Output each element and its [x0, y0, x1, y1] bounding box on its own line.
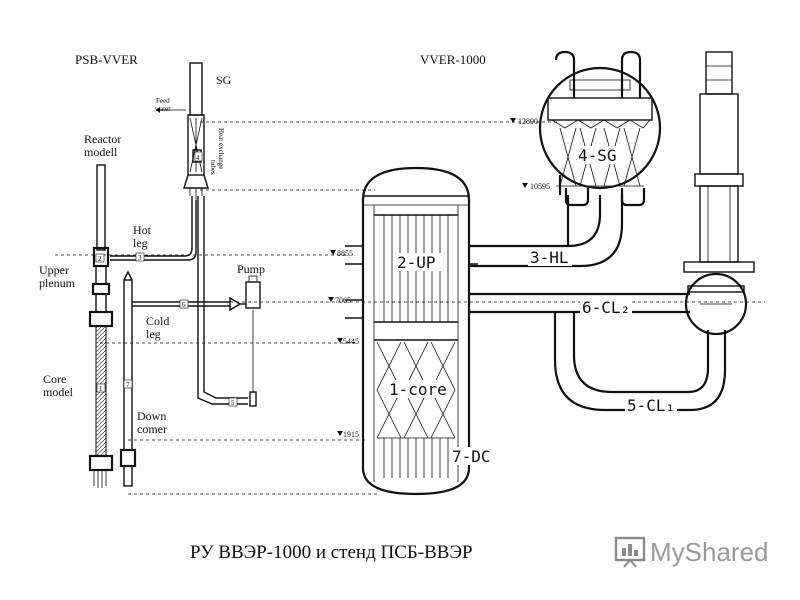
feed-water-label: Feed	[156, 97, 170, 105]
presentation-board-icon	[614, 536, 646, 568]
vver-sg-label: 4-SG	[578, 146, 617, 165]
psb-steam-generator	[156, 62, 209, 200]
node-number: 7	[126, 381, 130, 389]
psb-reactor-model: 2 1	[88, 164, 114, 488]
node-number: 4	[196, 154, 200, 162]
core-model-label: model	[43, 385, 74, 399]
downcomer-label: comer	[137, 422, 167, 436]
vver-steam-generator	[538, 50, 662, 207]
slide-caption: РУ ВВЭР-1000 и стенд ПСБ-ВВЭР	[190, 542, 473, 563]
vver-cold-leg-1-label: 5-CL₁	[627, 396, 675, 415]
node-number: 3	[138, 254, 142, 262]
cold-leg-label: leg	[146, 327, 161, 341]
heat-exchange-tubes-label: Heat exchange	[217, 128, 225, 169]
vver-core-label: 1-core	[389, 380, 447, 399]
heat-exchange-tubes-label: tubes	[209, 160, 217, 175]
reactor-model-label: Reactor	[84, 132, 121, 146]
elevation-label: 8855	[337, 249, 353, 258]
node-number: 6	[182, 301, 186, 309]
reactor-model-label: modell	[84, 145, 118, 159]
pump-label: Pump	[237, 262, 265, 276]
vver-hot-leg-label: 3-HL	[530, 248, 569, 267]
watermark-text: MyShared	[650, 536, 769, 567]
psb-vver-title: PSB-VVER	[75, 52, 138, 67]
vver-downcomer-label: 7-DC	[452, 447, 491, 466]
vver-reactor-vessel	[345, 166, 478, 496]
upper-plenum-label: Upper	[39, 263, 69, 277]
elevation-labels: 12890 10595 8855 7065 5445 1915	[328, 117, 550, 439]
vver-main-coolant-pump	[683, 51, 755, 336]
hot-leg-label: leg	[133, 236, 148, 250]
vver-1000-title: VVER-1000	[420, 52, 486, 67]
upper-plenum-label: plenum	[39, 276, 76, 290]
elevation-lines	[55, 121, 765, 495]
node-number: 2	[98, 255, 102, 263]
node-number: 5	[231, 399, 235, 407]
core-model-label: Core	[43, 372, 66, 386]
feed-water-label: water	[155, 105, 171, 113]
elevation-label: 7065	[335, 296, 351, 305]
hot-leg-label: Hot	[133, 223, 152, 237]
vver-upper-plenum-label: 2-UP	[397, 253, 436, 272]
elevation-label: 1915	[343, 430, 359, 439]
psb-vver-model: SG Feed water Heat exchange tubes 4 5 3 …	[39, 62, 265, 488]
vver-cold-leg-2-label: 6-CL₂	[582, 298, 630, 317]
cold-leg-label: Cold	[146, 314, 169, 328]
vver-1000-model: 4-SG 2-UP 3-HL 6-CL₂ 1-core 5-CL₁ 7-DC	[345, 50, 755, 496]
node-number: 1	[99, 385, 103, 393]
downcomer-label: Down	[137, 409, 166, 423]
watermark: MyShared	[614, 536, 769, 568]
elevation-label: 10595	[530, 182, 550, 191]
elevation-label: 12890	[518, 117, 538, 126]
psb-sg-label: SG	[216, 73, 232, 87]
elevation-label: 5445	[343, 337, 359, 346]
pump-icon	[245, 281, 261, 309]
psb-downcomer: 7	[119, 270, 137, 487]
